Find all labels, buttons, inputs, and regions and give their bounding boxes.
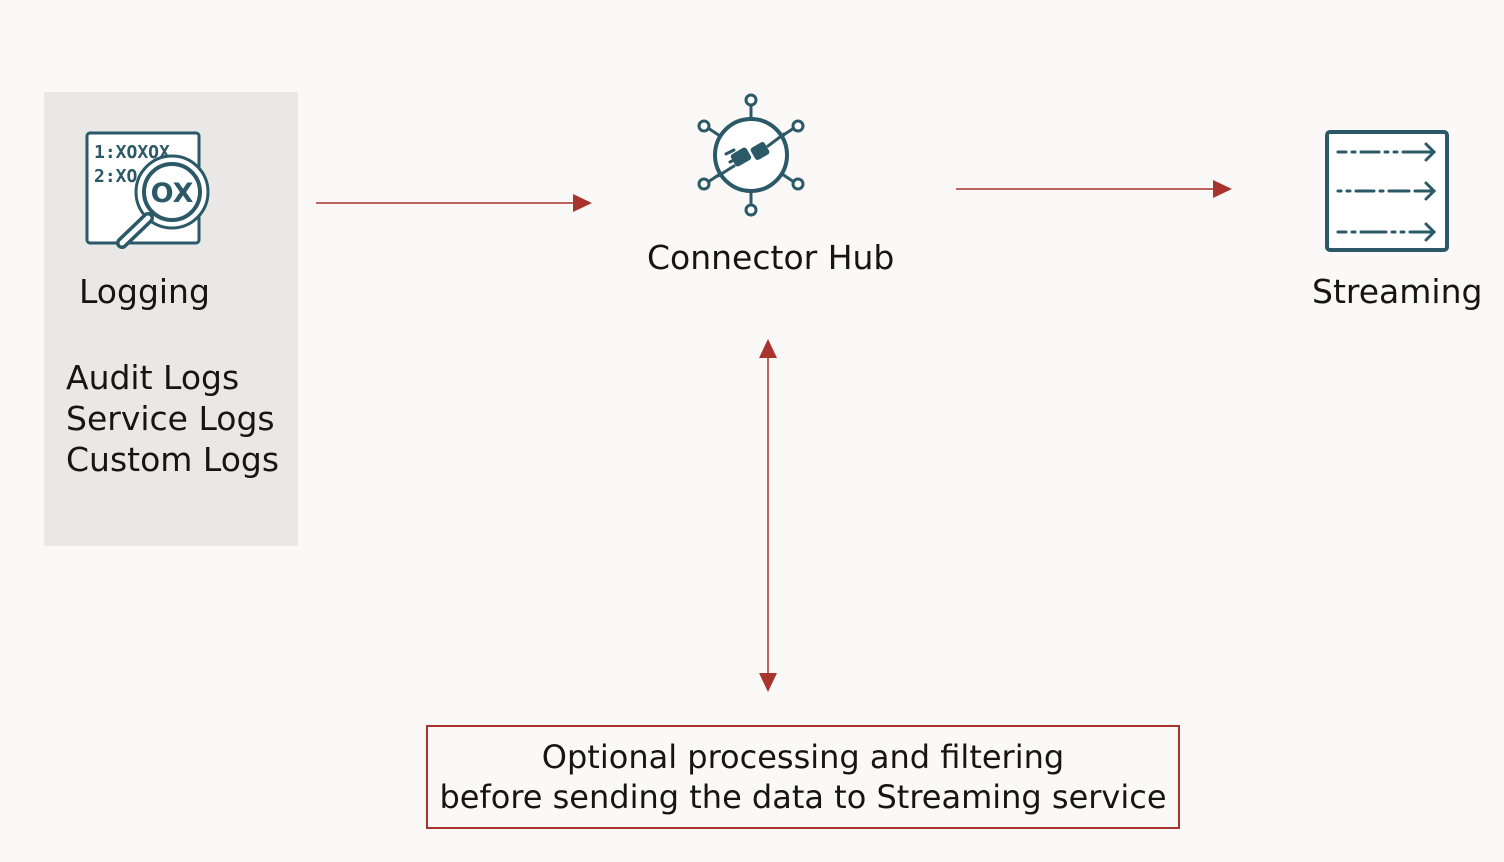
processing-note-line-2: before sending the data to Streaming ser… (439, 778, 1167, 816)
streaming-title: Streaming (1312, 272, 1483, 311)
svg-text:2:XO: 2:XO (94, 166, 138, 187)
connector-hub-title: Connector Hub (647, 238, 895, 277)
log-type-list: Audit Logs Service Logs Custom Logs (66, 357, 279, 480)
logging-title: Logging (79, 272, 210, 311)
log-type-audit: Audit Logs (66, 358, 240, 397)
log-search-icon: 1:XOXOX 2:XO OX (85, 131, 210, 249)
streaming-icon (1325, 130, 1449, 252)
processing-note-line-1: Optional processing and filtering (541, 738, 1065, 776)
processing-note: Optional processing and filtering before… (426, 725, 1180, 829)
log-type-custom: Custom Logs (66, 440, 280, 479)
log-type-service: Service Logs (66, 399, 275, 438)
connector-hub-icon (697, 93, 805, 217)
svg-text:OX: OX (151, 178, 194, 209)
svg-text:1:XOXOX: 1:XOXOX (94, 142, 170, 163)
